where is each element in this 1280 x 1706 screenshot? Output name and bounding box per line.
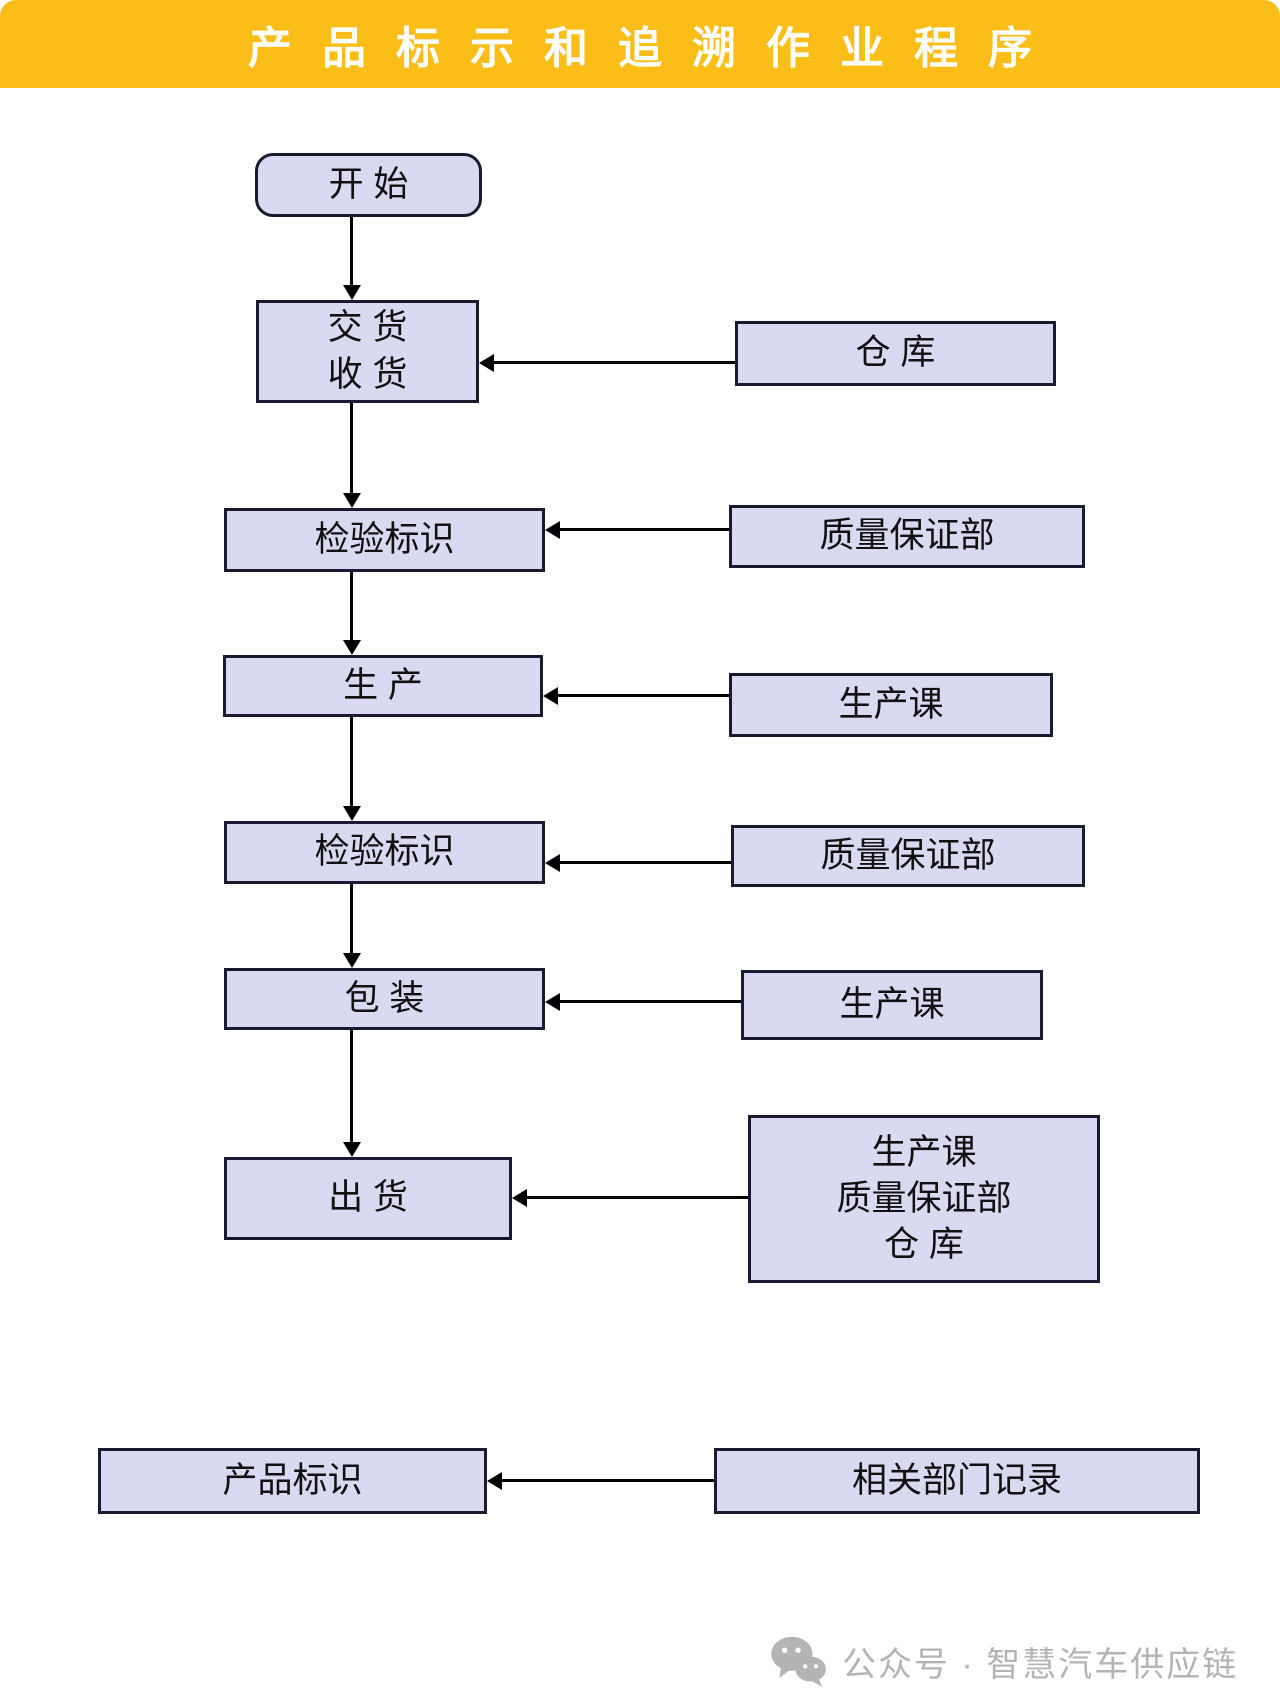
dept-node-label: 质量保证部 [819, 516, 995, 556]
flow-node-label: 生 产 [343, 665, 423, 705]
footer-account-text: 公众号 · 智慧汽车供应链 [842, 1645, 1239, 1684]
dept-node-label-line: 生产课 [871, 1132, 977, 1172]
footer-watermark: 公众号 · 智慧汽车供应链 [770, 1632, 1238, 1690]
flow-node-label: 出 货 [328, 1178, 408, 1218]
flow-node-delivery-receiving: 交 货 收 货 [256, 300, 479, 403]
flow-node-start: 开 始 [255, 153, 482, 217]
flow-node-label: 检验标识 [314, 519, 455, 559]
flow-node-label: 包 装 [344, 978, 425, 1018]
page-title: 产品标示和追溯作业程序 [248, 24, 1062, 73]
dept-node-warehouse: 仓 库 [735, 321, 1056, 386]
flow-node-inspection-marking-1: 检验标识 [224, 508, 545, 572]
dept-node-qa-2: 质量保证部 [731, 825, 1085, 887]
flow-node-packaging: 包 装 [224, 968, 545, 1030]
dept-node-production-section-2: 生产课 [741, 970, 1043, 1040]
dept-node-production-section-1: 生产课 [729, 673, 1053, 737]
flow-node-label-line: 收 货 [327, 354, 408, 394]
dept-node-label: 仓 库 [855, 333, 936, 373]
dept-node-qa-1: 质量保证部 [729, 505, 1085, 568]
dept-node-label: 生产课 [838, 684, 944, 724]
dept-node-multi-departments: 生产课 质量保证部 仓 库 [748, 1115, 1100, 1283]
dept-node-label: 生产课 [839, 984, 945, 1024]
flow-node-production: 生 产 [223, 655, 543, 717]
dept-node-label: 相关部门记录 [851, 1460, 1062, 1500]
dept-node-label-line: 仓 库 [884, 1225, 964, 1265]
wechat-icon [771, 1636, 826, 1687]
flow-node-label: 检验标识 [314, 832, 455, 872]
dept-node-label-line: 质量保证部 [836, 1178, 1012, 1218]
flow-node-inspection-marking-2: 检验标识 [224, 821, 545, 884]
dept-node-related-dept-records: 相关部门记录 [714, 1448, 1200, 1514]
flow-node-shipping: 出 货 [224, 1157, 512, 1240]
flow-node-label: 开 始 [328, 164, 409, 204]
flow-node-label-line: 交 货 [327, 308, 408, 348]
title-banner: 产品标示和追溯作业程序 [0, 0, 1280, 88]
flow-node-label: 产品标识 [222, 1460, 363, 1500]
dept-node-label: 质量保证部 [820, 835, 996, 875]
flow-node-product-identification: 产品标识 [98, 1448, 487, 1514]
